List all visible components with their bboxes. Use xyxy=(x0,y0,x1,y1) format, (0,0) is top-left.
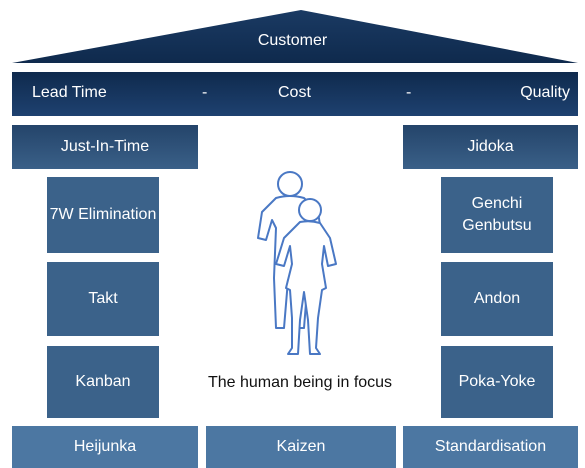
foundation-heijunka: Heijunka xyxy=(12,426,198,468)
roof xyxy=(12,10,578,63)
goal-lead-time: Lead Time xyxy=(32,84,107,101)
pillar-box-andon: Andon xyxy=(441,262,553,336)
goal-separator: - xyxy=(202,84,208,101)
center-caption: The human being in focus xyxy=(207,374,393,391)
pillar-box-takt: Takt xyxy=(47,262,159,336)
pillar-header-just-in-time: Just-In-Time xyxy=(12,125,198,169)
pillar-box-7w-elimination: 7W Elimination xyxy=(47,177,159,253)
foundation-kaizen: Kaizen xyxy=(206,426,396,468)
human-figure-icon xyxy=(257,171,337,355)
pillar-box-kanban: Kanban xyxy=(47,346,159,418)
goal-quality: Quality xyxy=(520,84,570,101)
pillar-box-poka-yoke: Poka-Yoke xyxy=(441,346,553,418)
foundation-standardisation: Standardisation xyxy=(403,426,578,468)
pillar-box-genchi-genbutsu: Genchi Genbutsu xyxy=(441,177,553,253)
goal-cost: Cost xyxy=(278,84,311,101)
goals-band: Lead Time - Cost - Quality xyxy=(12,72,578,116)
goal-separator: - xyxy=(406,84,412,101)
pillar-header-jidoka: Jidoka xyxy=(403,125,578,169)
roof-label: Customer xyxy=(257,32,328,49)
